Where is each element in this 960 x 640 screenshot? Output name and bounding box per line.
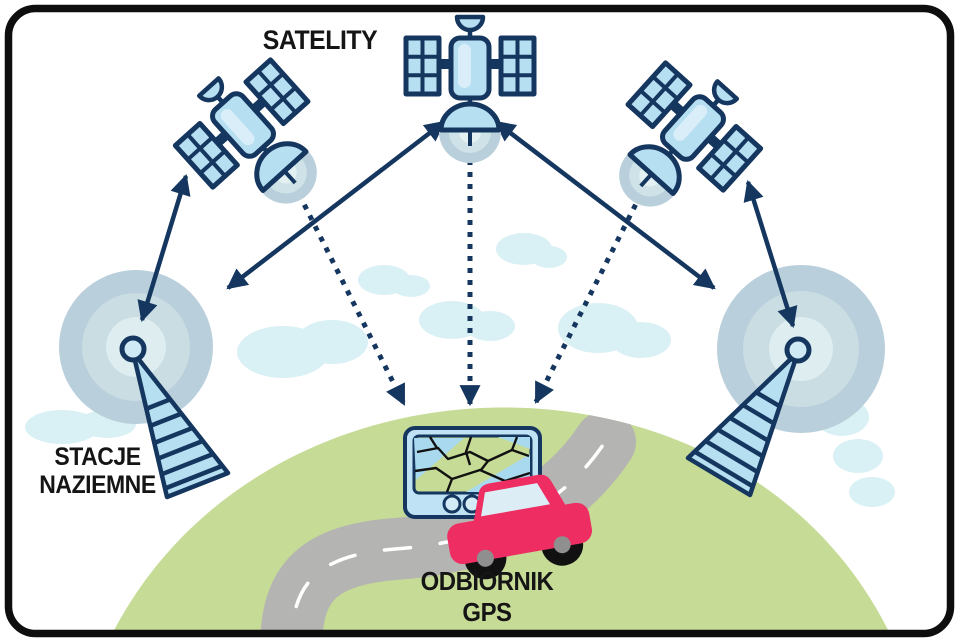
satellite-icon-center [406,17,534,163]
arrow-sat-right-station-right [743,180,798,328]
arrow-sat-center-station-left [226,120,446,290]
label-ground-stations-line1: STACJE [54,443,141,471]
arrow-sat-left-station-left [137,174,191,322]
satellite-icon-left [161,44,354,238]
arrow-sat-center-station-right [494,120,716,290]
signal-links [296,148,644,407]
cloud-icon [358,265,430,297]
car-icon [447,474,593,580]
label-satellites: SATELITY [262,25,378,55]
label-gps-receiver-line1: ODBIORNIK [420,566,554,596]
dashed-arrow-sat-left-gps [296,192,407,406]
ground-station-right [685,336,812,498]
diagram-frame [4,4,955,638]
cloud-icon [496,233,567,268]
windshield [481,483,550,517]
cloud-icon [558,303,671,358]
control-links [137,120,798,328]
dashed-arrow-sat-right-gps [533,192,644,404]
label-ground-stations: STACJE NAZIEMNE [12,443,182,499]
label-ground-stations-line2: NAZIEMNE [39,471,156,499]
cloud-icon [419,301,515,341]
satellite-icon-right [582,47,775,241]
ground-station-left [119,335,231,500]
antenna-mast-icon [145,397,224,491]
antenna-mast-icon [693,390,781,489]
label-gps-receiver-line2: GPS [462,597,512,627]
cloud-icon [237,320,368,378]
label-gps-receiver: ODBIORNIK GPS [395,566,579,628]
